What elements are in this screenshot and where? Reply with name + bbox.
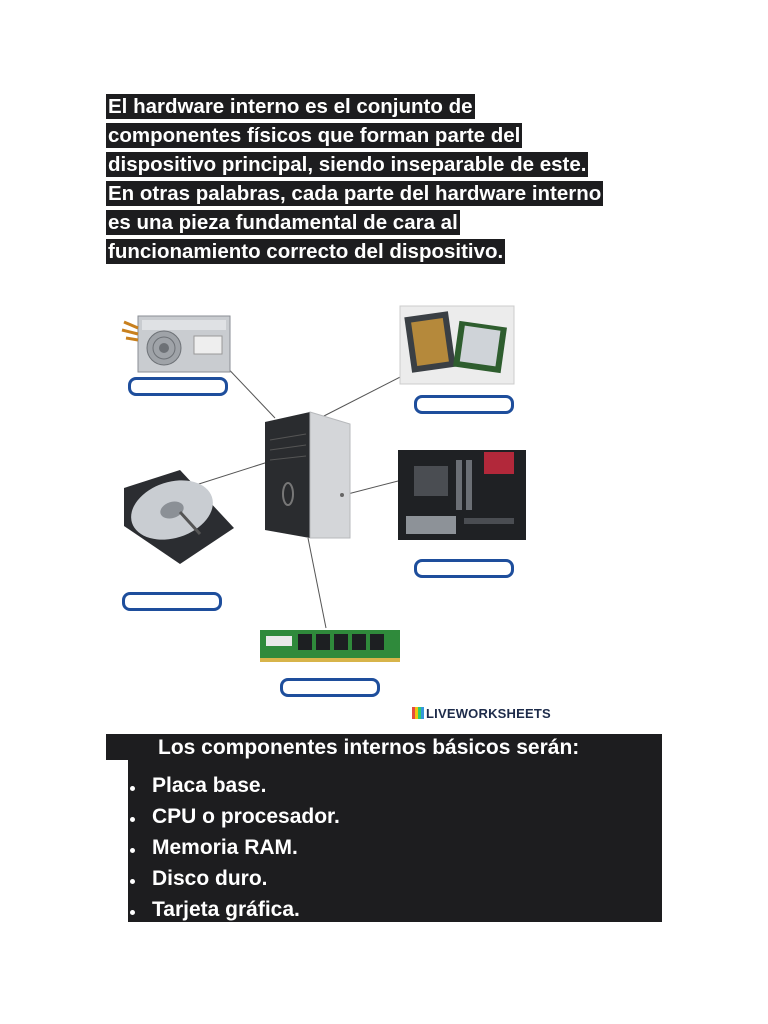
list-item: CPU o procesador. [128, 801, 340, 832]
list-background [128, 760, 662, 922]
intro-line: componentes físicos que forman parte del [106, 123, 523, 148]
list-item: Placa base. [128, 770, 340, 801]
intro-paragraph: El hardware interno es el conjunto de co… [106, 92, 666, 266]
components-list-panel: Los componentes internos básicos serán: … [106, 734, 662, 922]
ram-image [260, 630, 400, 662]
intro-line: es una pieza fundamental de cara al [106, 210, 460, 235]
answer-box-power-supply[interactable] [128, 377, 228, 396]
cpu-image [399, 305, 515, 385]
power-supply-image [121, 315, 231, 373]
liveworksheets-logo: LIVEWORKSHEETS [412, 706, 551, 721]
answer-box-ram[interactable] [280, 678, 380, 697]
answer-box-motherboard[interactable] [414, 559, 514, 578]
answer-box-cpu[interactable] [414, 395, 514, 414]
answer-box-hard-disk[interactable] [122, 592, 222, 611]
intro-line: En otras palabras, cada parte del hardwa… [106, 181, 604, 206]
tower-image [265, 411, 351, 539]
list-item: Tarjeta gráfica. [128, 894, 340, 925]
brand-label: LIVEWORKSHEETS [426, 706, 551, 721]
list-item: Disco duro. [128, 863, 340, 894]
list-title: Los componentes internos básicos serán: [158, 736, 580, 759]
hardware-diagram [121, 305, 526, 662]
intro-line: El hardware interno es el conjunto de [106, 94, 475, 119]
hard-disk-image [124, 470, 234, 564]
list-item: Memoria RAM. [128, 832, 340, 863]
components-list: Placa base. CPU o procesador. Memoria RA… [128, 770, 340, 925]
intro-line: funcionamiento correcto del dispositivo. [106, 239, 506, 264]
intro-line: dispositivo principal, siendo inseparabl… [106, 152, 589, 177]
liveworksheets-logo-icon [412, 707, 424, 719]
list-title-background [106, 734, 662, 760]
motherboard-image [398, 450, 526, 540]
